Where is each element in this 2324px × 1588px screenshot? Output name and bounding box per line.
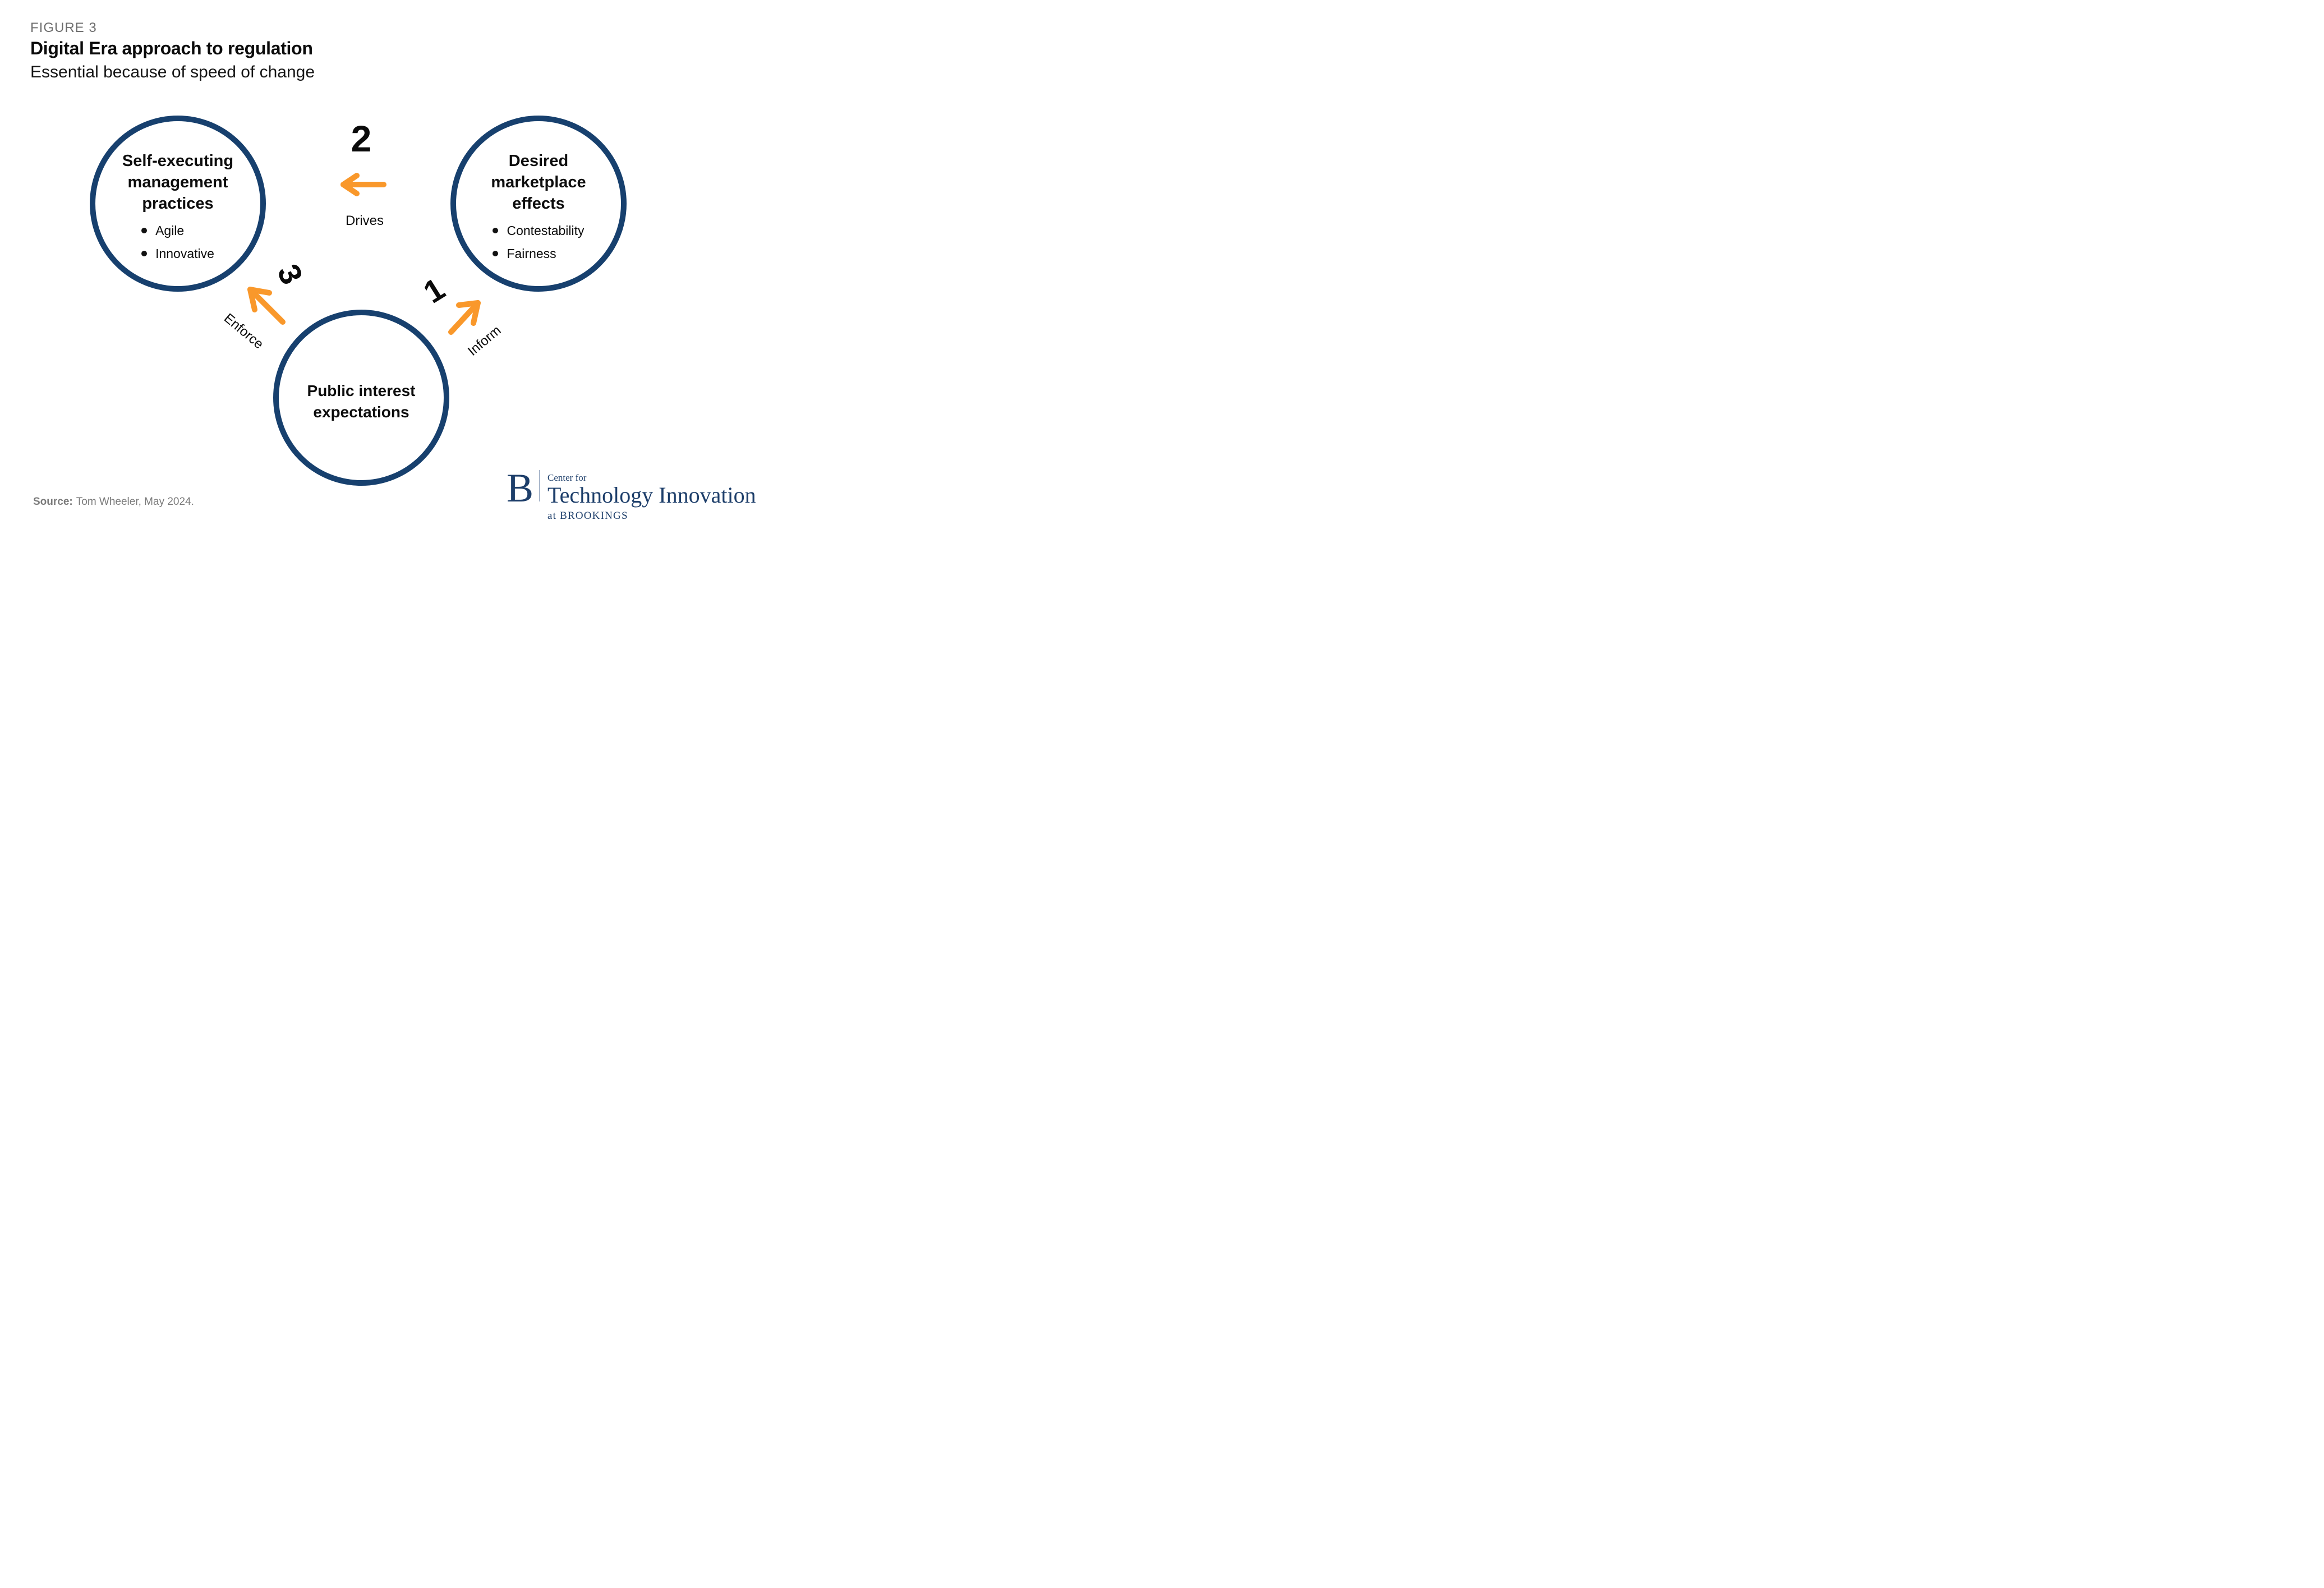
flow-number-2: 2: [351, 118, 372, 159]
circle-self-executing: Self-executing management practices Agil…: [90, 116, 266, 292]
bullet-item: Contestability: [493, 222, 585, 240]
source-note: Source:Tom Wheeler, May 2024.: [33, 496, 194, 508]
inform-arrow-icon: [448, 300, 481, 335]
logo-at-brookings: at BROOKINGS: [547, 510, 628, 522]
bullet-item: Agile: [141, 222, 214, 240]
bullet-label: Contestability: [507, 223, 585, 238]
bullet-dot: [141, 251, 148, 256]
bullet-label: Innovative: [155, 246, 214, 261]
enforce-arrow-icon: [247, 287, 286, 325]
bullet-dot: [493, 251, 499, 256]
logo-center-for: Center for: [547, 472, 587, 483]
page-title: Digital Era approach to regulation: [30, 38, 313, 58]
circle-heading: Public interest expectations: [307, 382, 416, 421]
circle-public-interest: Public interest expectations: [273, 310, 449, 486]
circle-heading: Self-executing management practices: [122, 152, 234, 213]
bullet-item: Fairness: [493, 245, 584, 263]
figure-label: FIGURE 3: [30, 20, 97, 35]
flow-label-drives: Drives: [345, 213, 384, 228]
figure-canvas: FIGURE 3 Digital Era approach to regulat…: [0, 0, 775, 530]
brookings-monogram: B: [507, 466, 534, 510]
circle-heading: Desired marketplace effects: [491, 152, 586, 213]
logo-divider: [539, 470, 541, 501]
page-subtitle: Essential because of speed of change: [30, 63, 315, 81]
bullet-dot: [141, 228, 148, 233]
circle-marketplace-effects: Desired marketplace effects Contestabili…: [450, 116, 627, 292]
source-prefix: Source:: [33, 496, 73, 508]
bullet-label: Agile: [155, 223, 185, 238]
logo-text: Center for Technology Innovation at BROO…: [547, 472, 756, 522]
logo-technology-innovation: Technology Innovation: [547, 482, 756, 508]
bullet-label: Fairness: [507, 246, 556, 261]
brookings-logo: B Center for Technology Innovation at BR…: [507, 468, 756, 522]
bullet-dot: [493, 228, 499, 233]
drives-arrow-icon: [340, 173, 386, 196]
bullet-item: Innovative: [141, 245, 214, 263]
source-text: Tom Wheeler, May 2024.: [76, 496, 194, 508]
